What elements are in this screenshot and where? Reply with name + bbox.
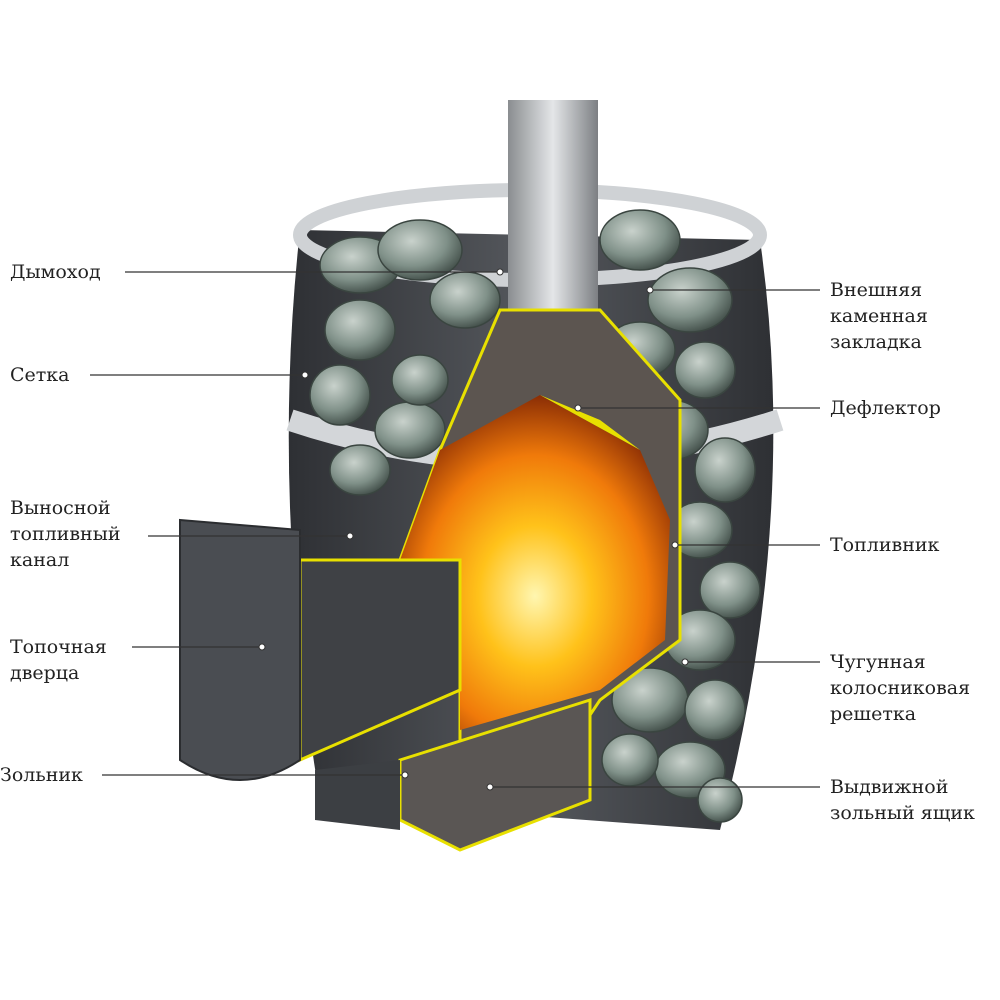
label-fire-door: Топочная дверца	[10, 634, 107, 686]
stones	[309, 209, 761, 823]
label-mesh: Сетка	[10, 362, 70, 388]
label-text: Дефлектор	[830, 397, 941, 419]
label-text: дверца	[10, 662, 80, 684]
label-text: канал	[10, 549, 70, 571]
label-text: Дымоход	[10, 261, 101, 283]
label-text: каменная	[830, 305, 928, 327]
label-chimney: Дымоход	[10, 259, 101, 285]
label-ash-pit: Зольник	[0, 762, 83, 788]
label-text: закладка	[830, 331, 922, 353]
label-text: Топливник	[830, 534, 940, 556]
fire-door	[179, 518, 400, 830]
label-text: Сетка	[10, 364, 70, 386]
label-grate: Чугунная колосниковая решетка	[830, 649, 970, 727]
leader-dots	[258, 268, 689, 791]
label-text: топливный	[10, 523, 121, 545]
label-ash-drawer: Выдвижной зольный ящик	[830, 774, 975, 826]
label-text: колосниковая	[830, 677, 971, 699]
label-outer-stones: Внешняя каменная закладка	[830, 277, 928, 355]
label-text: зольный ящик	[830, 802, 975, 824]
label-text: Выносной	[10, 497, 111, 519]
label-fuel-channel: Выносной топливный канал	[10, 495, 121, 573]
label-text: Выдвижной	[830, 776, 949, 798]
label-firebox: Топливник	[830, 532, 939, 558]
label-text: Зольник	[0, 764, 83, 786]
label-deflector: Дефлектор	[830, 395, 941, 421]
leader-lines	[90, 271, 820, 788]
firebox-cut	[298, 308, 682, 852]
label-text: Внешняя	[830, 279, 923, 301]
label-text: решетка	[830, 703, 917, 725]
label-text: Чугунная	[830, 651, 926, 673]
label-text: Топочная	[10, 636, 107, 658]
